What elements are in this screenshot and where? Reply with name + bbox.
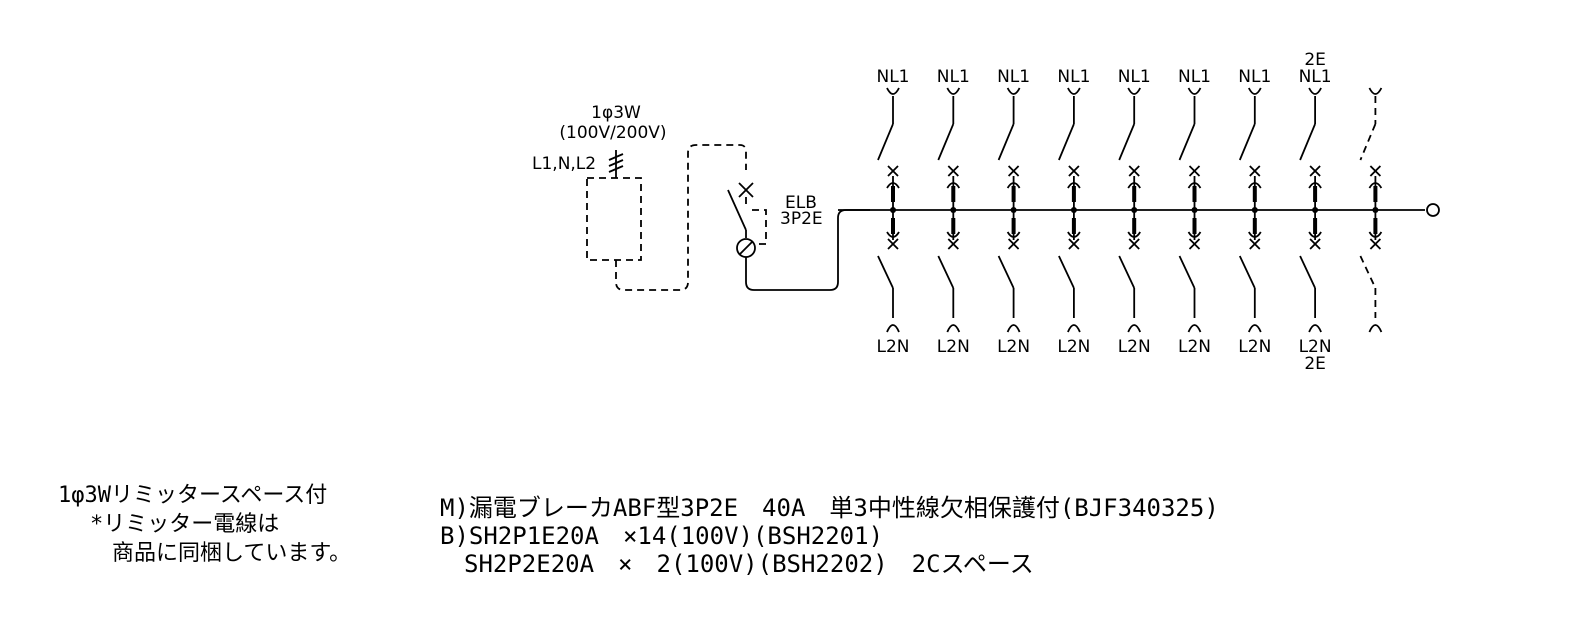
terminal-top (1127, 87, 1142, 95)
terminal-top (886, 87, 900, 95)
note-line-1: 1φ3Wリミッタースペース付 (58, 483, 327, 508)
supply-conductors-label: L1,N,L2 (532, 154, 596, 174)
main-breaker-type-label: ELB (785, 193, 817, 213)
bus-junction (1251, 207, 1258, 213)
bus-junction (1312, 207, 1319, 213)
limiter-space-box (586, 177, 642, 261)
branch-top-label: NL1 (997, 67, 1030, 87)
terminal-top (1006, 87, 1021, 95)
terminal-top (1247, 87, 1262, 95)
bus-terminal (1426, 203, 1440, 217)
terminal-bottom (886, 324, 900, 333)
note-line-2: *リミッター電線は (90, 512, 279, 537)
terminal-bottom (1006, 324, 1021, 333)
terminal-top (1368, 87, 1383, 95)
branch-bottom-label: L2N (876, 337, 909, 357)
terminal-top (1067, 87, 1081, 95)
branch-bottom-label: L2N (1238, 337, 1271, 357)
terminal-bottom (1127, 324, 1142, 333)
branch-circuits: NL1L2NNL1L2NNL1L2NNL1L2NNL1L2NNL1L2NNL1L… (876, 50, 1383, 374)
bus-junction (950, 207, 957, 213)
bus-junction (1010, 207, 1017, 213)
bus-junction (890, 207, 896, 213)
limiter-wire-dashed (615, 144, 747, 291)
branch-bottom-extra-label: 2E (1304, 354, 1326, 374)
branch-top-label: NL1 (1118, 67, 1151, 87)
supply-voltage-label: (100V/200V) (559, 123, 666, 143)
branch-bottom-label: L2N (1178, 337, 1211, 357)
terminal-bottom (1247, 324, 1262, 333)
main-breaker-elb (727, 182, 767, 258)
bus-junction (1191, 207, 1198, 213)
branch-top-label: NL1 (1057, 67, 1090, 87)
three-wire-ticks (608, 150, 624, 178)
terminal-top (1308, 87, 1322, 95)
note-line-3: 商品に同梱しています。 (112, 541, 351, 566)
bus-junction (1070, 207, 1077, 213)
branch-bottom-label: L2N (997, 337, 1030, 357)
supply-system-label: 1φ3W (591, 103, 641, 123)
terminal-bottom (1368, 324, 1383, 333)
terminal-bottom (1308, 324, 1322, 333)
branch-bottom-label: L2N (1118, 337, 1151, 357)
branch-bottom-label: L2N (1057, 337, 1090, 357)
spare-space-branch (1359, 87, 1383, 333)
branch-bottom-label: L2N (1299, 337, 1332, 357)
terminal-bottom (1187, 324, 1202, 333)
terminal-top (1187, 87, 1202, 95)
branch-top-label: NL1 (1238, 67, 1271, 87)
feeder-wire (745, 209, 870, 291)
terminal-top (946, 87, 961, 95)
branch-top-label: NL1 (937, 67, 970, 87)
spec-line-1: M)漏電ブレーカABF型3P2E 40A 単3中性線欠相保護付(BJF34032… (440, 494, 1219, 522)
branch-top-label: NL1 (1299, 67, 1332, 87)
bus-junction (1131, 207, 1138, 213)
spec-line-3: SH2P2E20A × 2(100V)(BSH2202) 2Cスペース (440, 550, 1034, 578)
branch-top-label: NL1 (876, 67, 909, 87)
main-breaker-poles-label: 3P2E (780, 209, 823, 229)
bus-junction (1372, 207, 1379, 213)
terminal-bottom (946, 324, 961, 333)
branch-top-label: NL1 (1178, 67, 1211, 87)
spec-line-2: B)SH2P1E20A ×14(100V)(BSH2201) (440, 522, 883, 550)
branch-bottom-label: L2N (937, 337, 970, 357)
branch-top-extra-label: 2E (1304, 50, 1326, 70)
terminal-bottom (1067, 324, 1081, 333)
